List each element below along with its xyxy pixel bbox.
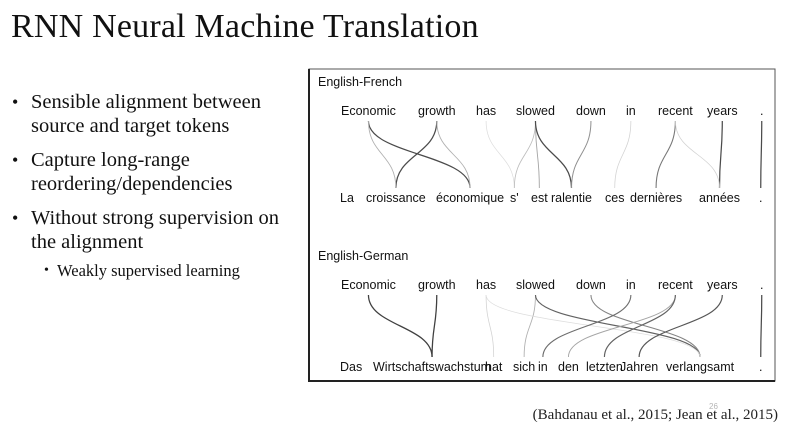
alignment-figure-svg: English-French Economic growth has slowed do… xyxy=(308,68,776,382)
alignment-link xyxy=(436,120,471,189)
source-tokens-english-german: Economic growth has slowed down in recent years… xyxy=(341,278,763,292)
source-token: down xyxy=(576,104,606,118)
source-token: in xyxy=(626,278,636,292)
slide-number: 26 xyxy=(709,402,718,411)
alignment-link xyxy=(674,120,720,189)
source-token: slowed xyxy=(516,104,555,118)
target-token: Wirtschaftswachstum xyxy=(373,360,491,374)
sub-bullet-list: • Weakly supervised learning xyxy=(31,261,300,281)
target-token: ces xyxy=(605,191,624,205)
target-token: Das xyxy=(340,360,362,374)
alignment-figure: English-French Economic growth has slowed do… xyxy=(308,68,778,384)
bullet-list: • Sensible alignment between source and … xyxy=(10,90,300,291)
source-token: recent xyxy=(658,104,693,118)
source-token: down xyxy=(576,278,606,292)
panel-heading-english-french: English-French xyxy=(318,75,402,89)
alignment-links-english-french xyxy=(367,120,763,189)
alignment-link xyxy=(523,294,536,358)
target-token: in xyxy=(538,360,548,374)
alignment-link xyxy=(535,120,540,189)
alignment-links-english-german xyxy=(367,294,763,358)
alignment-link xyxy=(368,120,397,189)
bullet-dot-icon: • xyxy=(12,208,19,228)
target-token: den xyxy=(558,360,579,374)
alignment-link xyxy=(534,120,573,189)
alignment-link xyxy=(367,120,471,189)
alignment-link xyxy=(367,294,433,358)
source-token: slowed xyxy=(516,278,555,292)
alignment-link xyxy=(542,294,632,358)
alignment-link xyxy=(718,120,723,189)
alignment-link xyxy=(395,120,438,189)
source-tokens-english-french: Economic growth has slowed down in recent years… xyxy=(341,104,763,118)
alignment-link xyxy=(431,294,438,358)
alignment-link xyxy=(567,294,676,358)
source-token: growth xyxy=(418,278,456,292)
sub-bullet-text: Weakly supervised learning xyxy=(57,261,240,280)
alignment-link xyxy=(760,294,763,358)
source-token: years xyxy=(707,278,738,292)
target-token: verlangsamt xyxy=(666,360,735,374)
panel-heading-english-german: English-German xyxy=(318,249,408,263)
source-token: Economic xyxy=(341,104,396,118)
source-token: recent xyxy=(658,278,693,292)
alignment-link xyxy=(485,120,515,189)
alignment-link xyxy=(571,120,592,189)
citation: (Bahdanau et al., 2015; Jean et al., 201… xyxy=(532,407,778,423)
alignment-link xyxy=(638,294,723,358)
source-token: has xyxy=(476,104,496,118)
bullet-text: Sensible alignment between source and ta… xyxy=(31,91,261,137)
alignment-link xyxy=(534,294,701,358)
sub-bullet-dot-icon: • xyxy=(44,263,49,278)
target-token: croissance xyxy=(366,191,426,205)
target-token: La xyxy=(340,191,354,205)
bullet-item: • Sensible alignment between source and … xyxy=(10,90,300,138)
target-token: Jahren xyxy=(620,360,658,374)
source-token: . xyxy=(760,104,763,118)
alignment-link xyxy=(760,120,763,189)
target-token: économique xyxy=(436,191,504,205)
alignment-link xyxy=(590,294,701,358)
figure-frame xyxy=(308,68,776,382)
source-token: has xyxy=(476,278,496,292)
source-token: in xyxy=(626,104,636,118)
bullet-item: • Without strong supervision on the alig… xyxy=(10,206,300,281)
source-token: . xyxy=(760,278,763,292)
alignment-link xyxy=(485,294,495,358)
bullet-text: Without strong supervision on the alignm… xyxy=(31,207,280,253)
bullet-text: Capture long-range reordering/dependenci… xyxy=(31,149,233,195)
slide-title: RNN Neural Machine Translation xyxy=(11,8,479,45)
target-token: s' xyxy=(510,191,519,205)
bullet-dot-icon: • xyxy=(12,150,19,170)
target-token: dernières xyxy=(630,191,682,205)
source-token: growth xyxy=(418,104,456,118)
alignment-link xyxy=(614,120,632,189)
target-token: ralentie xyxy=(551,191,592,205)
target-token: sich xyxy=(513,360,535,374)
target-token: . xyxy=(759,191,762,205)
alignment-link xyxy=(485,294,701,358)
target-token: années xyxy=(699,191,740,205)
alignment-link xyxy=(603,294,676,358)
source-token: years xyxy=(707,104,738,118)
alignment-link xyxy=(655,120,676,189)
target-token: . xyxy=(759,360,762,374)
target-token: letzten xyxy=(586,360,623,374)
bullet-dot-icon: • xyxy=(12,92,19,112)
source-token: Economic xyxy=(341,278,396,292)
target-token: est xyxy=(531,191,548,205)
bullet-item: • Capture long-range reordering/dependen… xyxy=(10,148,300,196)
target-token: hat xyxy=(485,360,503,374)
sub-bullet-item: • Weakly supervised learning xyxy=(31,261,300,281)
alignment-link xyxy=(513,120,536,189)
